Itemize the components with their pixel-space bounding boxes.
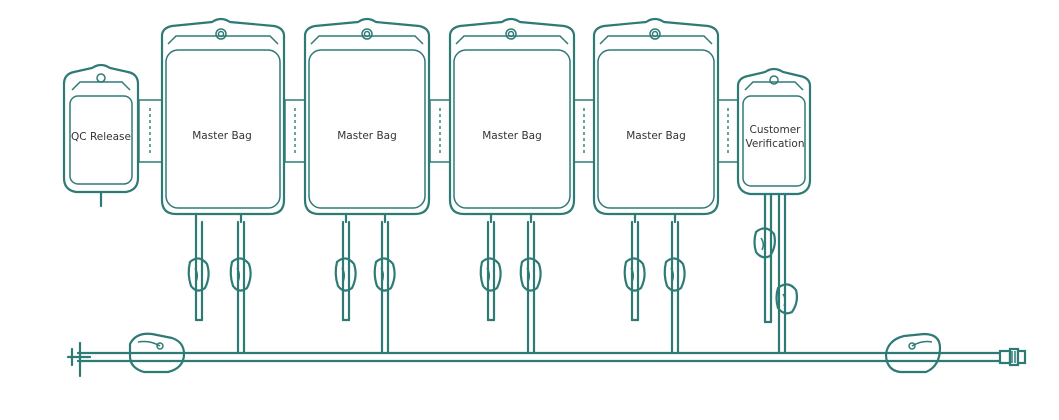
luer-connector <box>998 347 1027 367</box>
manifold-clamp-left <box>128 332 186 374</box>
clamp <box>753 227 776 259</box>
master-bag-label: Master Bag <box>482 130 542 142</box>
master-bag-label: Master Bag <box>337 130 397 142</box>
clamp <box>187 257 210 292</box>
master-bag-2: Master Bag <box>303 17 431 224</box>
clamp <box>519 257 542 292</box>
clamp <box>775 283 798 315</box>
clamp <box>229 257 252 292</box>
clamp <box>623 257 646 292</box>
main-manifold-tube <box>66 332 1027 378</box>
master-bag-3: Master Bag <box>448 17 576 224</box>
tube-clamps <box>187 227 798 315</box>
customer-verification-label-line1: Customer <box>749 124 801 136</box>
master-bag-1: Master Bag <box>160 17 286 224</box>
customer-verification-label-line2: Verification <box>746 138 805 150</box>
clamp <box>334 257 357 292</box>
master-bag-label: Master Bag <box>626 130 686 142</box>
manifold-clamp-right <box>884 332 942 374</box>
qc-release-label: QC Release <box>71 131 131 143</box>
clamp <box>373 257 396 292</box>
master-bag-4: Master Bag <box>592 17 720 224</box>
customer-verification-bag: Customer Verification <box>736 67 812 196</box>
clamp <box>479 257 502 292</box>
clamp <box>663 257 686 292</box>
qc-release-bag: QC Release <box>62 63 140 208</box>
tubing <box>194 192 787 355</box>
master-bag-label: Master Bag <box>192 130 252 142</box>
